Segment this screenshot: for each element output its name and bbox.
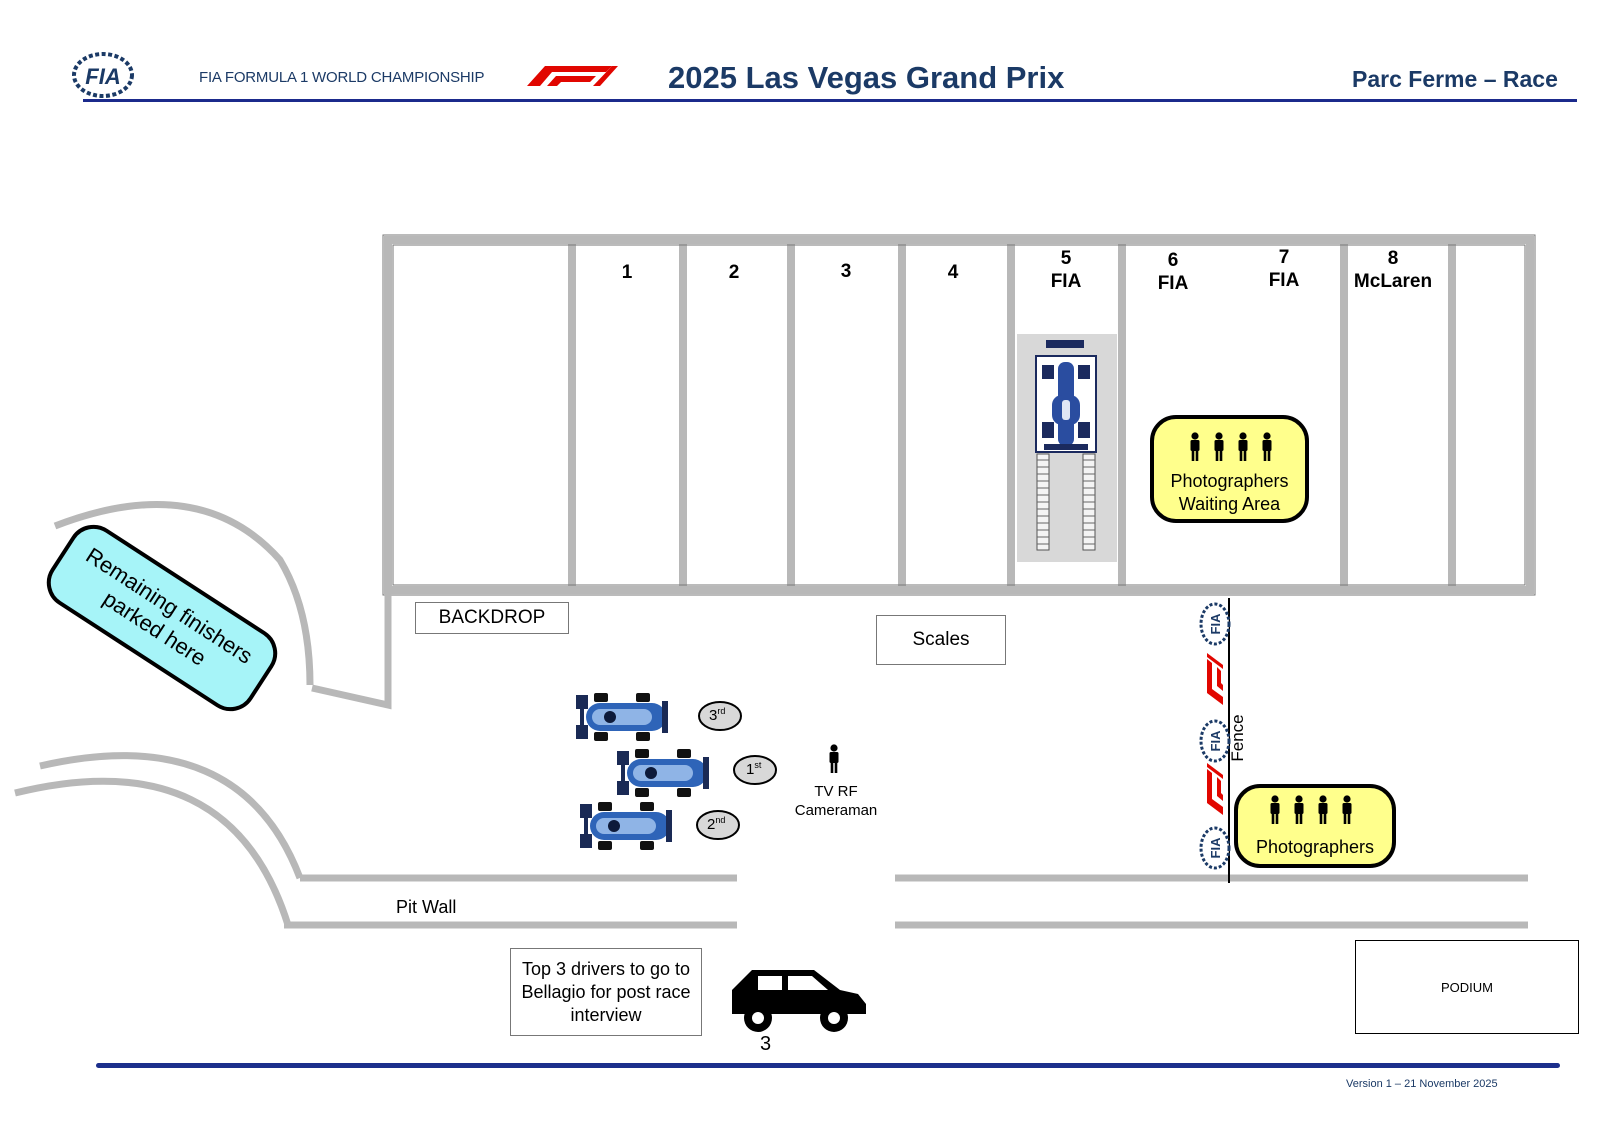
bay-number: 6 <box>1167 250 1179 271</box>
position-label: 3rd <box>709 706 725 724</box>
scales-label: Scales <box>876 615 1006 665</box>
fence-logos <box>1199 602 1231 870</box>
version-label: Version 1 – 21 November 2025 <box>1346 1078 1498 1090</box>
bay-number: 1 <box>621 262 633 283</box>
person-icon <box>829 744 839 773</box>
race-car-icon <box>576 693 668 741</box>
bay-label-4: 4 <box>903 261 1003 284</box>
position-suffix: nd <box>715 815 726 825</box>
position-number: 3 <box>709 707 718 724</box>
header-rule <box>83 99 1577 102</box>
car-icon <box>732 970 866 1032</box>
entry-curves <box>14 501 314 927</box>
bay-number: 7 <box>1278 247 1290 268</box>
svg-text:FIA: FIA <box>85 64 120 89</box>
position-number: 2 <box>707 816 716 833</box>
fia-logo-icon: FIA <box>72 52 134 98</box>
f1-logo-icon <box>527 66 618 86</box>
pit-wall-lines <box>284 874 1528 929</box>
photographers-waiting-label: Photographers Waiting Area <box>1170 471 1289 514</box>
bay-number: 3 <box>840 261 852 282</box>
bay-number: 8 <box>1387 248 1399 269</box>
fence-label: Fence <box>1228 714 1247 762</box>
bay-label-1: 1 <box>577 261 677 284</box>
bay-number: 4 <box>947 262 959 283</box>
pit-wall-label: Pit Wall <box>396 897 457 917</box>
lift-ramp-rungs <box>1037 459 1095 545</box>
bay-structure-outline <box>382 234 1536 596</box>
position-badge <box>696 810 740 840</box>
position-suffix: rd <box>717 706 726 716</box>
document-title: Parc Ferme – Race <box>1352 66 1558 92</box>
bay-assignment: FIA <box>1268 270 1300 291</box>
bay-structure <box>384 236 1534 594</box>
position-label: 1st <box>746 760 761 778</box>
bay-label-3: 3 <box>796 260 896 283</box>
bellagio-note: Top 3 drivers to go to Bellagio for post… <box>510 948 702 1036</box>
position-badge <box>698 701 742 731</box>
race-car-icon <box>580 802 672 850</box>
cameraman-label: TV RF Cameraman <box>794 783 878 819</box>
bay-assignment: FIA <box>1050 271 1082 292</box>
bay-assignment: FIA <box>1157 273 1189 294</box>
car-number-label: 3 <box>760 1033 772 1055</box>
remaining-finishers-area <box>46 524 278 712</box>
podium-label: PODIUM <box>1355 940 1579 1034</box>
entry-wall <box>311 590 392 710</box>
bay-number: 2 <box>728 262 740 283</box>
race-car-icon <box>617 749 709 797</box>
bay-assignment: McLaren <box>1353 271 1433 292</box>
position-number: 1 <box>746 761 755 778</box>
race-car-icon <box>1017 334 1117 562</box>
position-suffix: st <box>754 760 762 770</box>
backdrop-label: BACKDROP <box>415 602 569 634</box>
position-label: 2nd <box>707 815 725 833</box>
championship-name: FIA FORMULA 1 WORLD CHAMPIONSHIP <box>199 69 485 86</box>
bay-label-2: 2 <box>684 261 784 284</box>
bay-number: 5 <box>1060 248 1072 269</box>
photographers-label: Photographers <box>1255 837 1375 857</box>
footer-rule <box>96 1063 1560 1068</box>
page-title: 2025 Las Vegas Grand Prix <box>668 60 1065 95</box>
position-badge <box>733 755 777 785</box>
